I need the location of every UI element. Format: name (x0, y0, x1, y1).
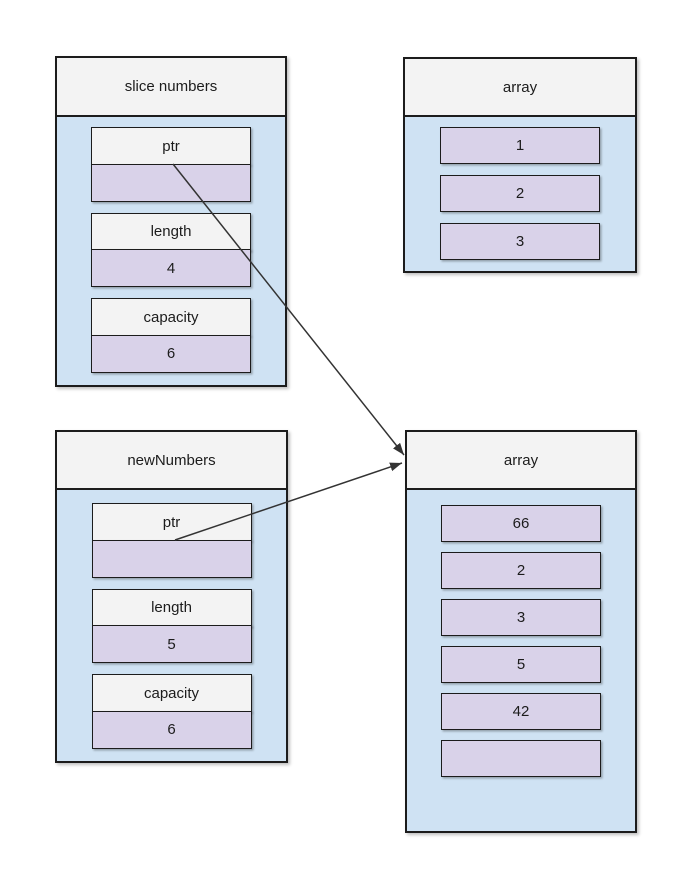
array-cell: 3 (441, 599, 601, 636)
box-array-top: array 1 2 3 (403, 57, 637, 273)
field-length: length 4 (91, 212, 251, 287)
field-length: length 5 (91, 588, 252, 663)
box-body: ptr length 4 capacity 6 (57, 117, 285, 373)
box-array-bottom: array 66 2 3 5 42 (405, 430, 637, 833)
box-slice-numbers: slice numbers ptr length 4 capacity 6 (55, 56, 287, 387)
field-value (91, 163, 251, 202)
array-cell: 42 (441, 693, 601, 730)
field-value: 5 (91, 625, 252, 663)
array-cell: 5 (441, 646, 601, 683)
array-cell: 2 (441, 552, 601, 589)
box-title: newNumbers (57, 432, 286, 490)
field-ptr: ptr (91, 503, 252, 578)
field-value: 6 (91, 334, 251, 373)
field-capacity: capacity 6 (91, 298, 251, 373)
box-body: 66 2 3 5 42 (407, 490, 635, 777)
box-title: array (407, 432, 635, 490)
field-label: capacity (91, 298, 251, 336)
field-value: 6 (91, 710, 252, 749)
array-cell: 66 (441, 505, 601, 542)
box-body: ptr length 5 capacity 6 (57, 490, 286, 749)
field-ptr: ptr (91, 127, 251, 202)
array-cell: 3 (440, 223, 600, 260)
field-label: length (91, 588, 252, 627)
box-body: 1 2 3 (405, 117, 635, 260)
field-label: ptr (91, 503, 252, 541)
field-capacity: capacity 6 (91, 674, 252, 749)
field-label: capacity (91, 674, 252, 712)
field-value (91, 539, 252, 578)
box-title: array (405, 59, 635, 117)
array-cell: 2 (440, 175, 600, 212)
box-new-numbers: newNumbers ptr length 5 capacity 6 (55, 430, 288, 763)
array-cell (441, 740, 601, 777)
field-label: ptr (91, 127, 251, 165)
array-cell: 1 (440, 127, 600, 164)
field-value: 4 (91, 249, 251, 287)
box-title: slice numbers (57, 58, 285, 117)
field-label: length (91, 212, 251, 251)
